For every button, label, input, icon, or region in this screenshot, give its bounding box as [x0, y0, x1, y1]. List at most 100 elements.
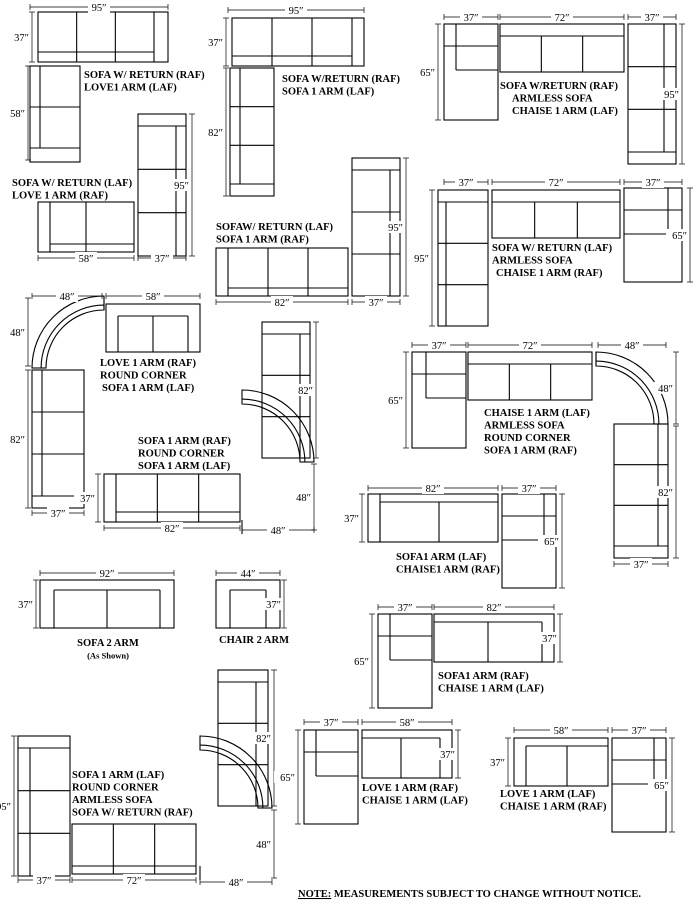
dimension-label: 72″ — [549, 178, 564, 189]
configuration-label: SOFAW/ RETURN (LAF) — [216, 222, 334, 233]
furniture-piece — [103, 473, 241, 523]
dimension-label-bg — [260, 598, 282, 610]
configuration-label: CHAISE 1 ARM (LAF) — [362, 796, 468, 807]
dimension-label-bg — [483, 601, 505, 613]
dimension-label-bg — [74, 492, 96, 504]
furniture-curve — [199, 744, 264, 809]
dimension-label-bg — [75, 252, 97, 264]
dimension-label: 95″ — [289, 6, 304, 17]
configuration-label: CHAIR 2 ARM — [219, 635, 289, 646]
dimension-label-bg — [237, 567, 259, 579]
configuration-label: SOFA 1 ARM (LAF) — [138, 461, 231, 472]
furniture-piece — [499, 23, 625, 73]
configuration-label: ROUND CORNER — [100, 371, 187, 382]
dimension-label-bg — [338, 512, 360, 524]
dimension-label-bg — [4, 433, 26, 445]
dimension-label: 82″ — [10, 435, 25, 446]
dimension-label-bg — [536, 632, 558, 644]
dimension-label: 65″ — [388, 396, 403, 407]
dimension-label: 95″ — [664, 90, 679, 101]
dimension-label-bg — [422, 482, 444, 494]
dimension-label-bg — [0, 800, 12, 812]
dimension-label-bg — [630, 558, 652, 570]
dimension-label: 72″ — [523, 341, 538, 352]
dimension-label-bg — [642, 176, 664, 188]
dimension-label: 65″ — [280, 773, 295, 784]
dimension-label-bg — [8, 31, 30, 43]
dimension-label-bg — [202, 126, 224, 138]
dimension-label-bg — [250, 838, 272, 850]
configuration-label: CHAISE 1 ARM (LAF) — [512, 106, 618, 117]
furniture-piece — [229, 67, 275, 197]
configuration-label: SOFA 2 ARM — [77, 638, 139, 649]
furniture-curve — [241, 398, 306, 463]
dimension-label: 92″ — [100, 569, 115, 580]
furniture-curve — [40, 304, 105, 369]
dimension-label: 37″ — [14, 33, 29, 44]
furniture-piece — [37, 11, 169, 63]
dimension-label: 82″ — [426, 484, 441, 495]
dimension-label-bg — [408, 252, 430, 264]
configuration-label: ROUND CORNER — [72, 783, 159, 794]
furniture-piece — [513, 737, 609, 787]
dimension-label: 82″ — [658, 488, 673, 499]
dimension-label: 37″ — [646, 178, 661, 189]
dimension-label: 72″ — [555, 13, 570, 24]
dimension-label: 95″ — [0, 802, 11, 813]
dimension-label: 48″ — [60, 292, 75, 303]
dimension-label: 48″ — [229, 878, 244, 889]
configuration-label: SOFA 1 ARM (RAF) — [138, 436, 231, 447]
dimension-label: 58″ — [146, 292, 161, 303]
configuration-label: ARMLESS SOFA — [484, 421, 565, 432]
dimension-label-bg — [484, 756, 506, 768]
dimension-label-bg — [518, 482, 540, 494]
furniture-piece — [437, 189, 489, 327]
dimension-label: 37″ — [80, 494, 95, 505]
configuration-label: SOFA W/ RETURN (LAF) — [12, 178, 133, 189]
dimension-label-bg — [382, 221, 404, 233]
furniture-piece — [367, 493, 499, 543]
dimension-label: 95″ — [414, 254, 429, 265]
dimension-label-bg — [382, 394, 404, 406]
dimension-label-bg — [292, 384, 314, 396]
dimension-label-bg — [267, 524, 289, 536]
configuration-label: SOFA1 ARM (RAF) — [438, 671, 529, 682]
footer-note-text: MEASUREMENTS SUBJECT TO CHANGE WITHOUT N… — [331, 889, 641, 900]
dimension-label: 82″ — [298, 386, 313, 397]
dimension-label-bg — [320, 716, 342, 728]
dimension-label-bg — [455, 176, 477, 188]
furniture-piece — [443, 23, 499, 121]
dimension-label-bg — [545, 176, 567, 188]
dimension-label: 48″ — [296, 493, 311, 504]
dimension-label-bg — [274, 771, 296, 783]
dimension-label: 37″ — [344, 514, 359, 525]
dimension-label-bg — [365, 296, 387, 308]
furniture-piece — [31, 369, 85, 509]
dimension-label: 82″ — [275, 298, 290, 309]
configuration-label: SOFA 1 ARM (LAF) — [72, 770, 165, 781]
dimension-label-bg — [658, 88, 680, 100]
dimension-label: 37″ — [37, 876, 52, 887]
dimension-label-bg — [394, 601, 416, 613]
dimension-label-bg — [4, 107, 26, 119]
dimension-label: 37″ — [208, 38, 223, 49]
configuration-sublabel: (As Shown) — [87, 651, 129, 661]
configuration-label: SOFA W/RETURN (RAF) — [500, 81, 619, 92]
furniture-curve — [241, 389, 315, 463]
dimension-label-bg — [96, 567, 118, 579]
dimension-label: 95″ — [92, 3, 107, 14]
dimension-label: 58″ — [554, 726, 569, 737]
furniture-piece — [467, 351, 593, 401]
dimension-label-bg — [271, 296, 293, 308]
dimension-label: 44″ — [241, 569, 256, 580]
configuration-label: LOVE 1 ARM (RAF) — [12, 191, 108, 202]
dimension-label: 37″ — [645, 13, 660, 24]
configuration-label: LOVE 1 ARM (RAF) — [362, 783, 458, 794]
dimension-label-bg — [12, 598, 34, 610]
configuration-label: SOFA W/ RETURN (LAF) — [492, 243, 613, 254]
configuration-label: LOVE 1 ARM (LAF) — [500, 789, 596, 800]
dimension-label: 37″ — [266, 600, 281, 611]
footer-note: NOTE: MEASUREMENTS SUBJECT TO CHANGE WIT… — [298, 889, 641, 900]
dimension-label-bg — [33, 874, 55, 886]
